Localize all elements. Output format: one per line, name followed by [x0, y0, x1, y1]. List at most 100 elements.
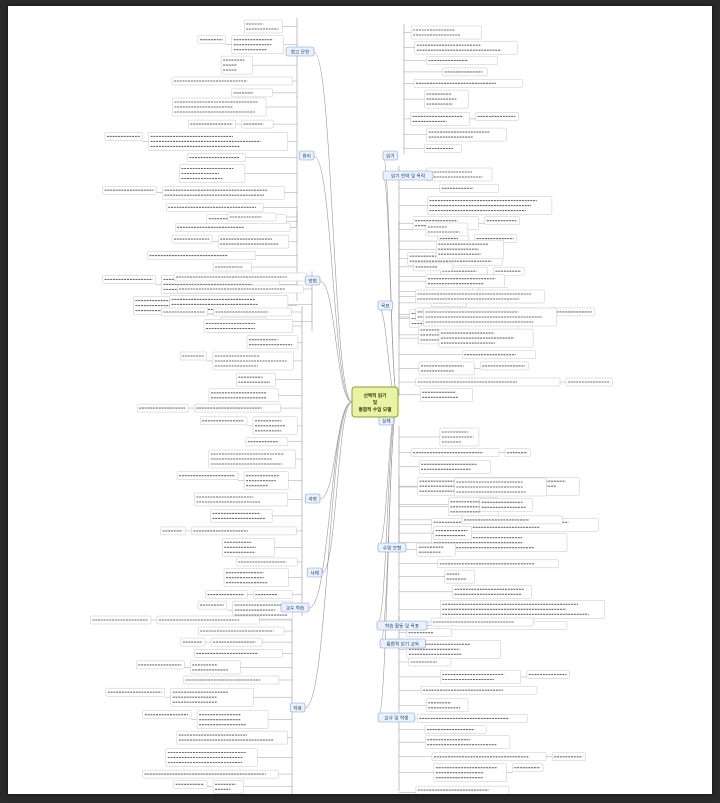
note-box[interactable]: [418, 460, 491, 474]
note-box[interactable]: [444, 569, 475, 584]
note-box[interactable]: [512, 763, 544, 772]
note-box[interactable]: [188, 119, 236, 129]
note-box[interactable]: [220, 55, 253, 75]
note-box[interactable]: [416, 542, 456, 557]
central-topic-line-2: 및: [373, 399, 377, 406]
note-box[interactable]: [190, 660, 241, 675]
note-box[interactable]: [410, 112, 470, 126]
note-box[interactable]: [203, 319, 294, 333]
note-box[interactable]: [179, 164, 246, 183]
main-topic-box: [379, 638, 426, 649]
note-box[interactable]: [420, 388, 473, 402]
note-box[interactable]: [439, 184, 499, 193]
note-box[interactable]: [425, 698, 469, 713]
note-box[interactable]: [475, 112, 519, 121]
main-topic-label: 과정: [308, 496, 316, 503]
main-topic[interactable]: 참고 문헌: [285, 46, 315, 57]
note-box[interactable]: [227, 212, 277, 222]
note-box[interactable]: [142, 710, 192, 719]
note-box[interactable]: [493, 266, 525, 276]
note-box[interactable]: [208, 449, 296, 469]
note-box[interactable]: [241, 119, 274, 129]
note-box[interactable]: [105, 687, 165, 697]
note-box[interactable]: [174, 223, 291, 232]
note-box[interactable]: [160, 526, 186, 536]
main-topic-box: [285, 46, 315, 57]
note-box[interactable]: [136, 660, 185, 670]
main-topic-box: [304, 275, 321, 286]
note-box[interactable]: [210, 509, 273, 523]
main-topic[interactable]: 학습 활동 및 목표: [376, 620, 428, 631]
note-box[interactable]: [205, 590, 248, 599]
note-box[interactable]: [426, 56, 498, 65]
main-topic-label: 사례: [310, 570, 318, 577]
note-box[interactable]: [102, 185, 157, 195]
note-box[interactable]: [162, 185, 285, 200]
main-topic-label: 참고 문헌: [291, 49, 309, 56]
note-box[interactable]: [425, 222, 469, 237]
note-box[interactable]: [437, 559, 559, 569]
main-topic[interactable]: 읽기 전략 및 목적: [382, 170, 434, 181]
main-topic[interactable]: 목표: [377, 300, 394, 311]
note-box[interactable]: [426, 167, 493, 182]
note-box[interactable]: [417, 714, 528, 723]
note-box[interactable]: [410, 25, 482, 40]
main-topic[interactable]: 원리: [298, 150, 315, 161]
central-topic[interactable]: 선택적 읽기 및 통합적 수업 모델: [351, 386, 399, 418]
note-box[interactable]: [410, 448, 500, 457]
main-topic[interactable]: 읽기: [382, 150, 399, 161]
main-branch-line: [382, 175, 399, 403]
central-topic-box: [351, 386, 399, 418]
main-topic-label: 통합적 읽기 교육: [387, 641, 420, 648]
note-box[interactable]: [415, 785, 510, 794]
note-box[interactable]: [423, 144, 462, 153]
main-topic[interactable]: 통합적 읽기 교육: [379, 638, 426, 649]
main-topic[interactable]: 사례: [306, 567, 323, 578]
note-box[interactable]: [426, 127, 507, 142]
note-box[interactable]: [236, 372, 276, 387]
main-branch-line: [319, 401, 353, 500]
note-box[interactable]: [176, 284, 304, 294]
note-box[interactable]: [504, 448, 531, 457]
note-box[interactable]: [415, 289, 545, 304]
main-topic-box: [382, 170, 434, 181]
main-branch-line: [321, 401, 353, 574]
note-box[interactable]: [176, 730, 288, 745]
note-box[interactable]: [479, 361, 529, 371]
note-box[interactable]: [424, 735, 511, 749]
main-topic-label: 자료: [293, 705, 301, 712]
main-branch-line: [313, 51, 353, 403]
main-topic-label: 학습 활동 및 목표: [385, 623, 419, 630]
main-topic-box: [382, 150, 399, 161]
note-box[interactable]: [425, 274, 505, 288]
main-topic[interactable]: 방법: [304, 275, 321, 286]
main-branch-line: [319, 280, 353, 403]
note-box[interactable]: [526, 670, 570, 679]
main-branch-line: [308, 401, 353, 609]
note-box[interactable]: [414, 40, 518, 55]
note-box[interactable]: [171, 76, 293, 86]
main-topic[interactable]: 수업 모형: [377, 542, 407, 553]
note-box[interactable]: [420, 685, 538, 695]
note-box[interactable]: [418, 361, 475, 376]
note-box[interactable]: [408, 657, 452, 667]
main-topic-label: 원리: [302, 153, 310, 160]
note-box[interactable]: [433, 526, 472, 540]
main-topic[interactable]: 과정: [304, 493, 321, 504]
main-topic[interactable]: 교수 학습: [280, 602, 310, 613]
note-box[interactable]: [212, 780, 244, 794]
note-box[interactable]: [479, 498, 533, 512]
note-box[interactable]: [245, 437, 289, 446]
note-box[interactable]: [194, 492, 289, 507]
main-topic[interactable]: 자료: [289, 702, 306, 713]
main-topic-label: 읽기 전략 및 목적: [391, 173, 425, 180]
main-branch-line: [304, 401, 353, 709]
note-box[interactable]: [208, 388, 279, 403]
note-box[interactable]: [452, 585, 532, 599]
main-topic[interactable]: 교사 및 학생: [377, 712, 416, 723]
note-box[interactable]: [217, 234, 290, 249]
note-box[interactable]: [243, 19, 283, 34]
note-box[interactable]: [246, 335, 299, 349]
note-box[interactable]: [439, 670, 522, 684]
note-box[interactable]: [223, 568, 289, 587]
